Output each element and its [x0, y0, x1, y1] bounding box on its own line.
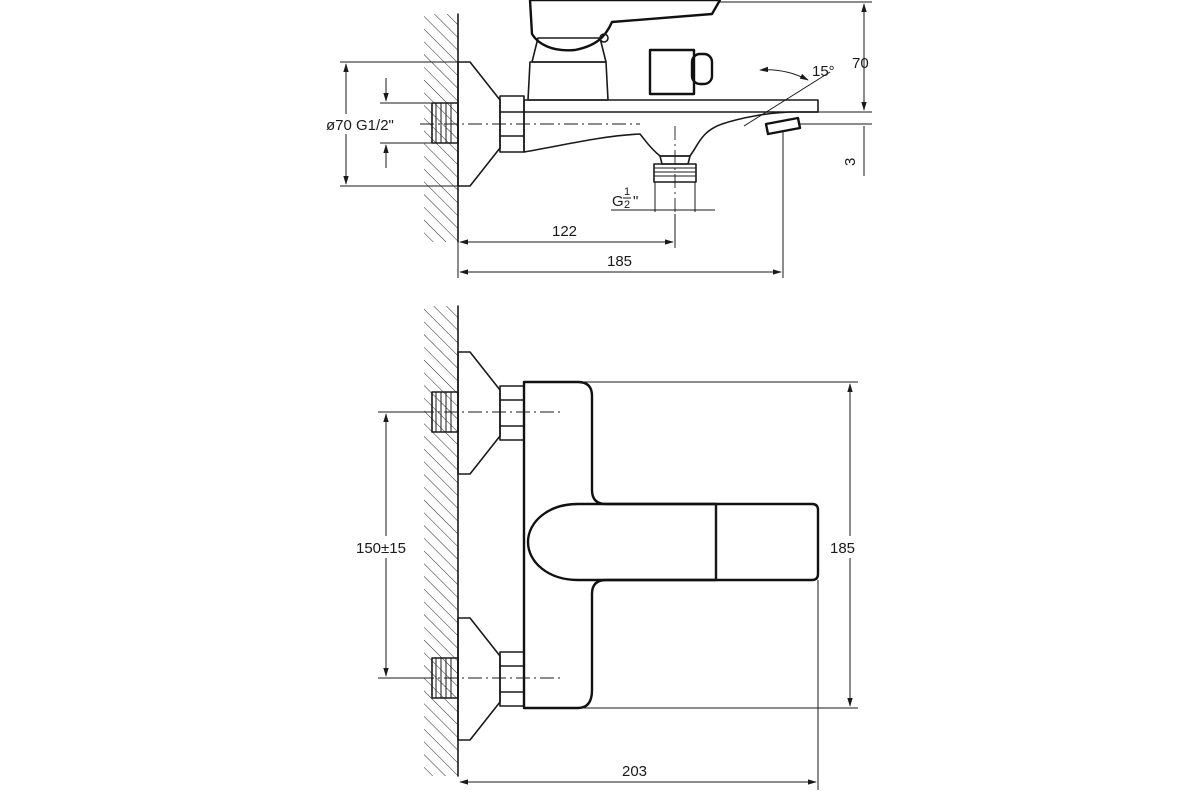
mixer-body-front	[522, 380, 820, 710]
outlet-thread-prefix: G	[612, 193, 624, 210]
side-view: 15° ø70 G1/2" G 1 2 " 122 185 70	[324, 0, 872, 278]
cartridge-neck	[531, 37, 607, 63]
spout-aerator	[764, 116, 802, 136]
lever-handle-side	[528, 0, 722, 52]
outlet-offset-label: 3	[842, 158, 859, 166]
height-label: 70	[852, 55, 869, 72]
hex-nut-lower	[499, 651, 525, 707]
total-depth-label: 185	[607, 253, 632, 270]
spout-angle-label: 15°	[812, 63, 835, 80]
hex-nut-upper	[499, 385, 525, 441]
cartridge-housing	[527, 61, 609, 101]
outlet-thread-numerator: 1	[624, 186, 630, 198]
outlet-thread-suffix: "	[633, 193, 638, 210]
wall-hatch-bottom	[424, 306, 458, 776]
depth-to-outlet-label: 122	[552, 223, 577, 240]
wall-flange-lower	[457, 617, 501, 741]
diverter-knob-side	[648, 48, 696, 96]
wall-flange-upper	[457, 351, 501, 475]
lever-handle-front	[526, 502, 718, 582]
diverter-knob-ring	[690, 52, 714, 86]
mixer-body-side	[523, 99, 819, 157]
top-height-label: 185	[830, 540, 855, 557]
front-view: 150±15 185 203	[354, 305, 868, 790]
center-distance-label: 150±15	[356, 540, 406, 557]
handle-screw	[599, 33, 609, 43]
outlet-thread-denominator: 2	[624, 199, 630, 211]
flange-thread-label: ø70 G1/2"	[326, 117, 394, 134]
total-width-label: 203	[622, 763, 647, 780]
